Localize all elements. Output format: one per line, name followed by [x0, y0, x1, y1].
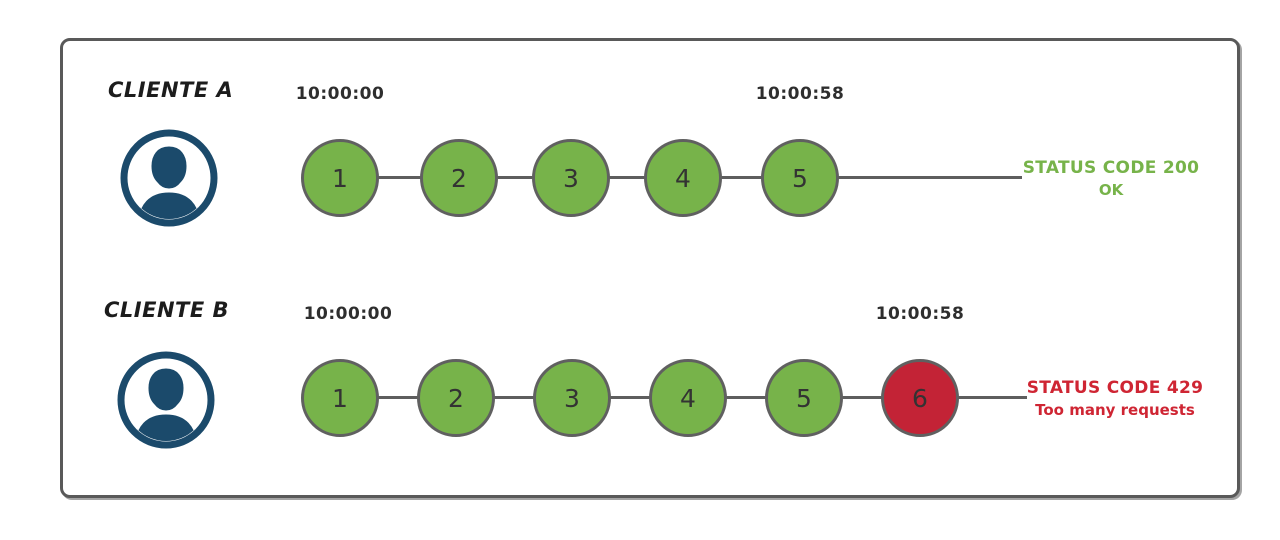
request-circle: 1 — [301, 139, 379, 217]
status-code-line: STATUS CODE 429 — [1026, 377, 1204, 398]
client-b-user-icon — [117, 351, 215, 449]
request-circle-rate-limited: 6 — [881, 359, 959, 437]
request-circle: 2 — [420, 139, 498, 217]
request-circle: 4 — [649, 359, 727, 437]
request-circle: 5 — [761, 139, 839, 217]
client-a-status-text: STATUS CODE 200 OK — [1022, 148, 1200, 208]
client-b-label: CLIENTE B — [104, 298, 230, 322]
request-circle: 3 — [532, 139, 610, 217]
request-circle: 2 — [417, 359, 495, 437]
client-a-end-timestamp: 10:00:58 — [755, 84, 845, 104]
status-message-line: Too many requests — [1035, 400, 1195, 419]
request-circle: 4 — [644, 139, 722, 217]
request-circle: 5 — [765, 359, 843, 437]
request-circle: 3 — [533, 359, 611, 437]
client-a-label: CLIENTE A — [108, 78, 234, 102]
status-code-line: STATUS CODE 200 — [1022, 157, 1200, 178]
client-a-start-timestamp: 10:00:00 — [295, 84, 385, 104]
status-message-line: OK — [1098, 180, 1124, 199]
client-b-start-timestamp: 10:00:00 — [303, 304, 393, 324]
client-a-user-icon — [120, 129, 218, 227]
client-b-status-text: STATUS CODE 429 Too many requests — [1026, 368, 1204, 428]
request-circle: 1 — [301, 359, 379, 437]
client-b-end-timestamp: 10:00:58 — [875, 304, 965, 324]
diagram-frame — [60, 38, 1240, 498]
